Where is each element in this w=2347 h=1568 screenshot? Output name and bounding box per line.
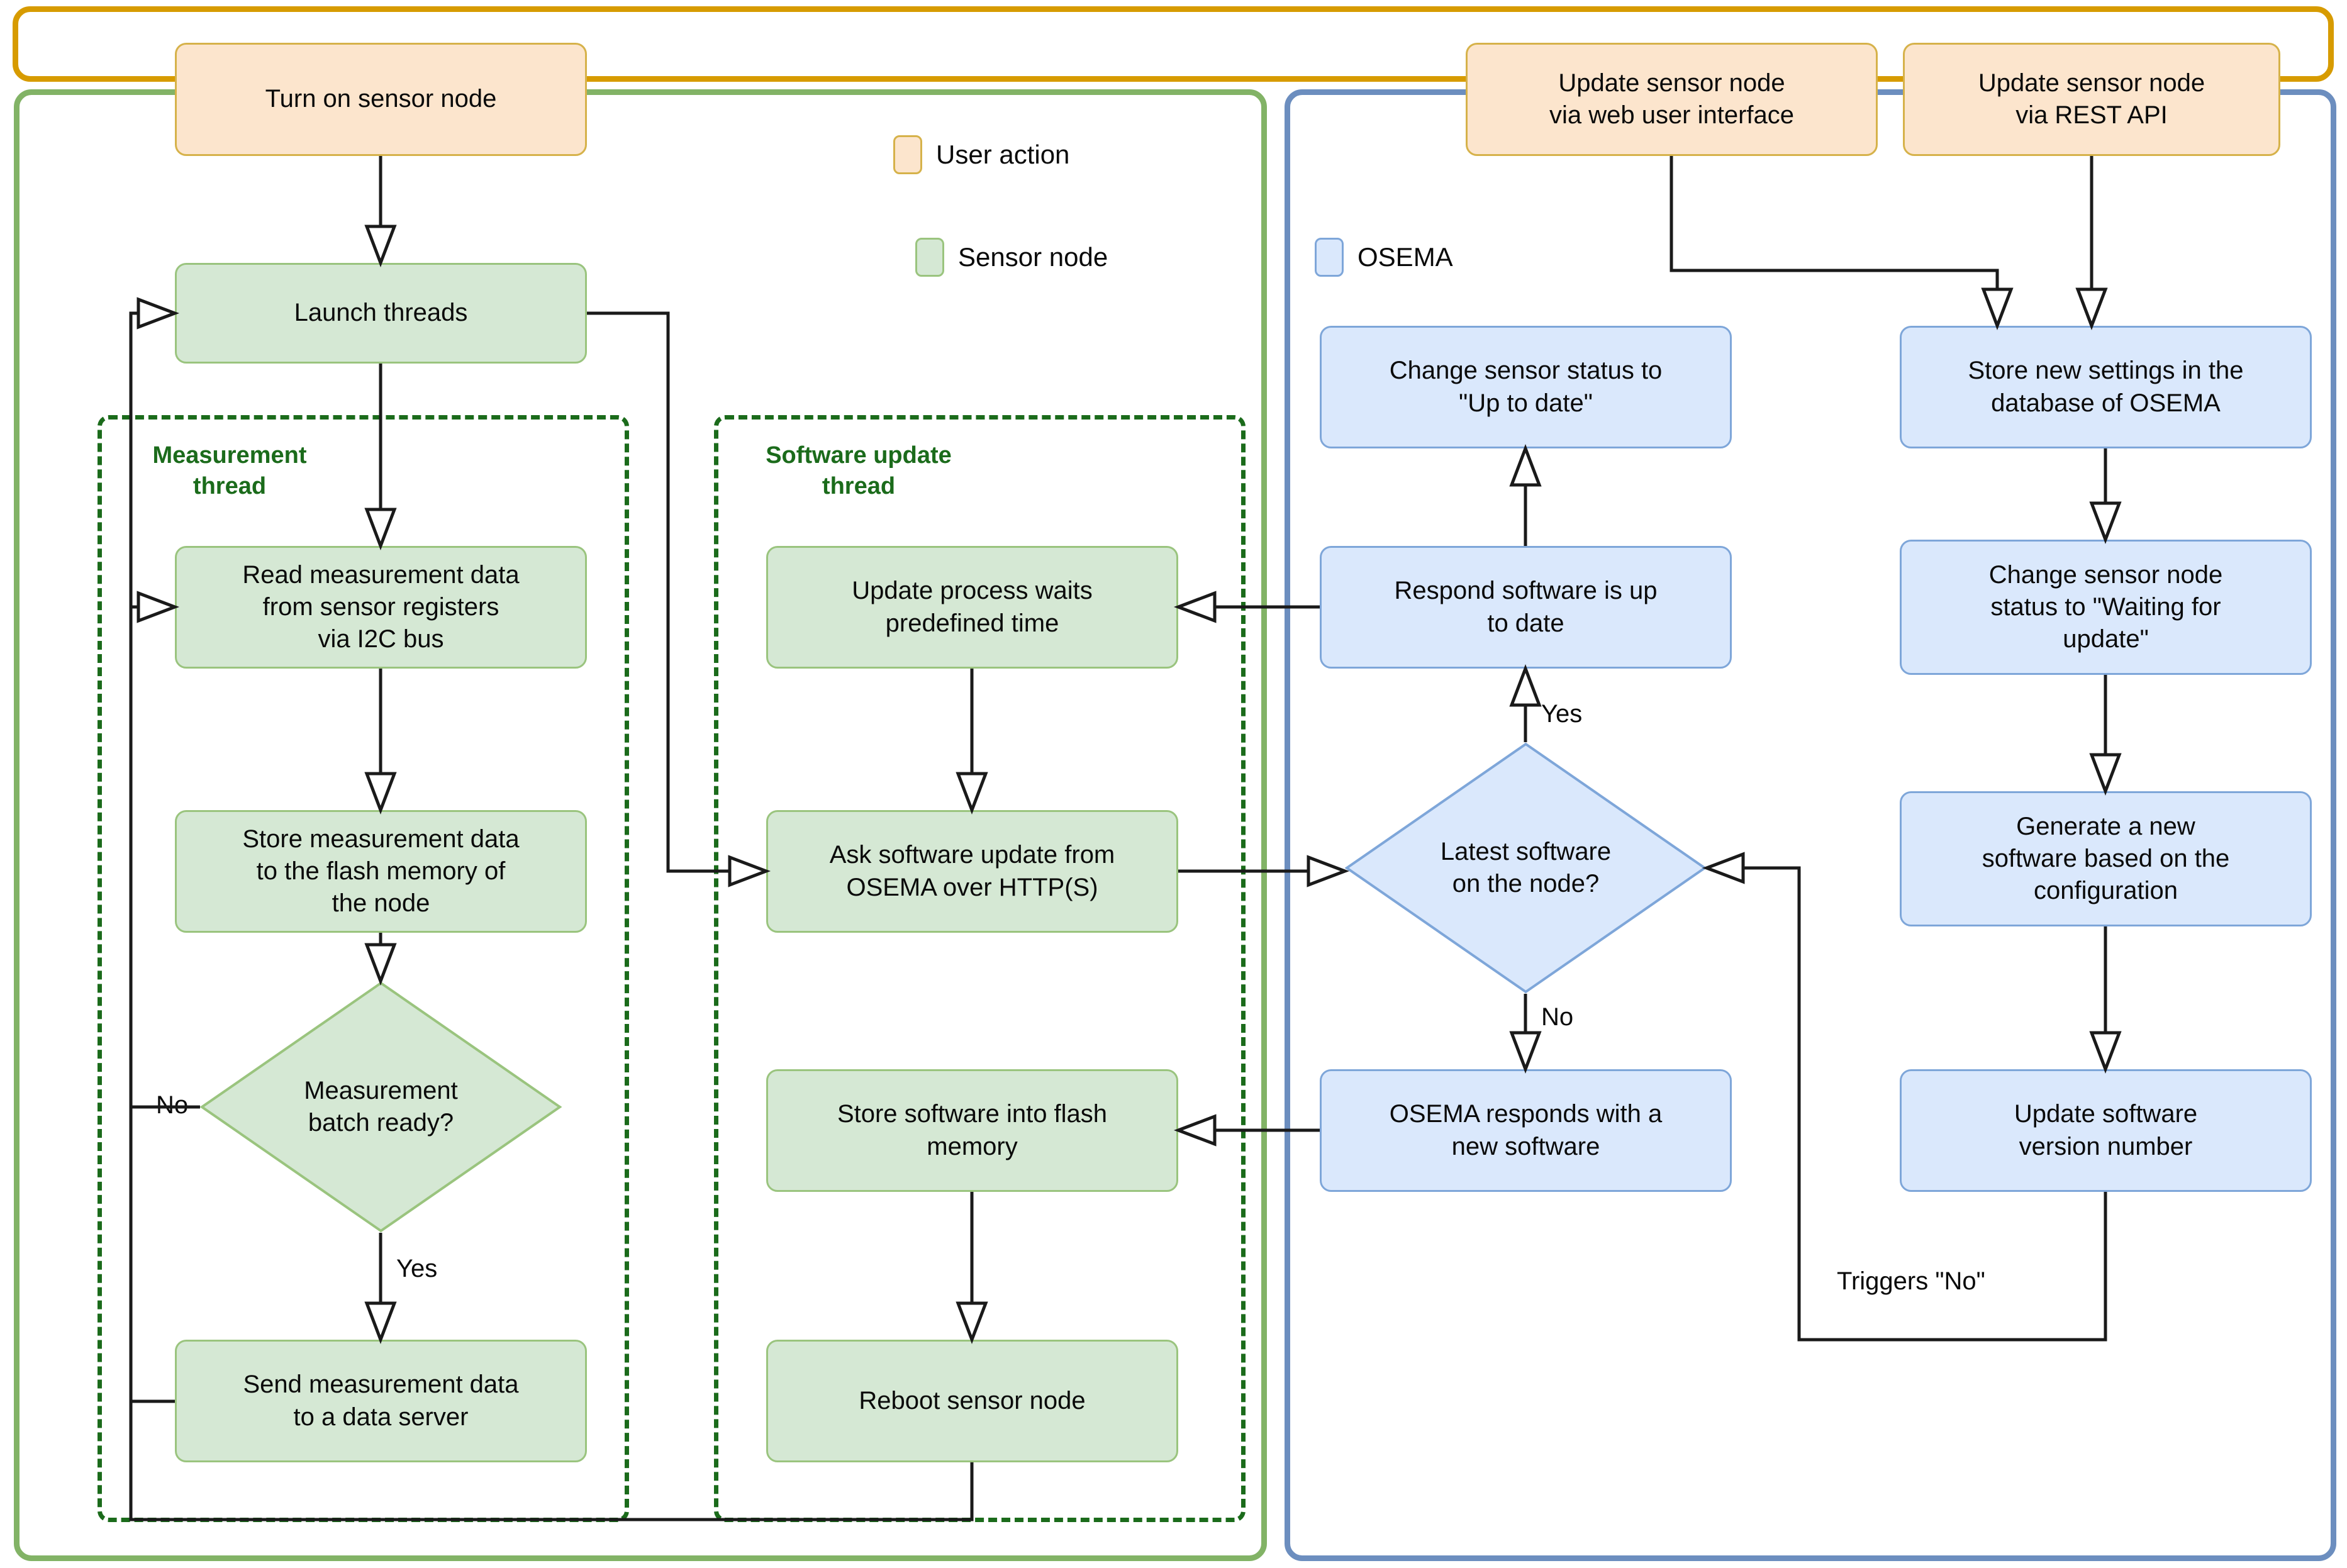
node-change-status-up-to-date-label: Change sensor status to "Up to date" [1389,357,1663,417]
node-generate-new-software[interactable]: Generate a new software based on the con… [1900,791,2312,926]
node-update-via-rest-api[interactable]: Update sensor node via REST API [1903,43,2280,156]
node-send-measurement-data-label: Send measurement data to a data server [243,1371,519,1431]
edge-label-latest-no: No [1541,1003,1574,1031]
legend-label-osema: OSEMA [1357,242,1453,272]
thread-label-measurement-line1: Measurement [152,442,307,469]
node-store-measurement-data-label: Store measurement data to the flash memo… [242,825,520,918]
node-measurement-batch-ready-label: Measurement batch ready? [304,1076,458,1137]
thread-label-measurement: Measurement thread [116,440,343,501]
node-store-measurement-data[interactable]: Store measurement data to the flash memo… [175,810,587,933]
node-respond-up-to-date[interactable]: Respond software is up to date [1320,546,1732,669]
node-reboot-sensor-node-label: Reboot sensor node [859,1386,1086,1415]
node-read-measurement-data-label: Read measurement data from sensor regist… [242,560,520,653]
thread-label-software-update-line2: thread [822,472,896,499]
node-update-version-number[interactable]: Update software version number [1900,1069,2312,1192]
node-update-via-web-ui[interactable]: Update sensor node via web user interfac… [1466,43,1878,156]
legend-user-action: User action [893,135,1069,174]
node-change-status-waiting[interactable]: Change sensor node status to "Waiting fo… [1900,540,2312,675]
legend-osema: OSEMA [1315,238,1453,277]
node-update-version-number-label: Update software version number [2014,1100,2198,1160]
node-generate-new-software-label: Generate a new software based on the con… [1982,812,2230,905]
edge-label-latest-yes: Yes [1541,700,1583,728]
thread-label-software-update: Software update thread [733,440,984,501]
node-ask-software-update-label: Ask software update from OSEMA over HTTP… [829,841,1115,901]
node-change-status-up-to-date[interactable]: Change sensor status to "Up to date" [1320,326,1732,448]
node-ask-software-update[interactable]: Ask software update from OSEMA over HTTP… [766,810,1178,933]
node-latest-software-on-node[interactable]: Latest software on the node? [1345,742,1707,994]
node-read-measurement-data[interactable]: Read measurement data from sensor regist… [175,546,587,669]
node-respond-up-to-date-label: Respond software is up to date [1394,577,1658,637]
diamond-shape-latest-software [1345,742,1707,994]
node-store-new-settings-label: Store new settings in the database of OS… [1968,357,2244,417]
node-store-software-flash[interactable]: Store software into flash memory [766,1069,1178,1192]
node-osema-responds-new-software-label: OSEMA responds with a new software [1389,1100,1663,1160]
legend-swatch-sensor-node [915,238,944,277]
node-latest-software-on-node-label: Latest software on the node? [1440,837,1612,898]
legend-label-sensor-node: Sensor node [958,242,1108,272]
legend-swatch-osema [1315,238,1344,277]
edge-label-triggers-no: Triggers "No" [1837,1267,1985,1295]
legend-label-user-action: User action [936,140,1070,169]
node-launch-threads-label: Launch threads [294,299,468,327]
edge-label-batch-no: No [156,1091,189,1119]
node-reboot-sensor-node[interactable]: Reboot sensor node [766,1340,1178,1462]
thread-label-measurement-line2: thread [192,472,267,499]
node-send-measurement-data[interactable]: Send measurement data to a data server [175,1340,587,1462]
node-store-software-flash-label: Store software into flash memory [837,1100,1108,1160]
thread-label-software-update-line1: Software update [766,442,952,469]
node-store-new-settings[interactable]: Store new settings in the database of OS… [1900,326,2312,448]
node-measurement-batch-ready[interactable]: Measurement batch ready? [200,981,562,1233]
edge-label-batch-yes: Yes [396,1255,438,1282]
node-launch-threads[interactable]: Launch threads [175,263,587,364]
node-update-process-waits-label: Update process waits predefined time [852,577,1093,637]
node-update-via-rest-api-label: Update sensor node via REST API [1978,69,2205,129]
legend-sensor-node: Sensor node [915,238,1108,277]
node-turn-on-sensor-node[interactable]: Turn on sensor node [175,43,587,156]
node-update-via-web-ui-label: Update sensor node via web user interfac… [1549,69,1795,129]
legend-swatch-user-action [893,135,922,174]
node-turn-on-sensor-node-label: Turn on sensor node [265,85,497,113]
node-change-status-waiting-label: Change sensor node status to "Waiting fo… [1988,560,2223,653]
node-osema-responds-new-software[interactable]: OSEMA responds with a new software [1320,1069,1732,1192]
node-update-process-waits[interactable]: Update process waits predefined time [766,546,1178,669]
